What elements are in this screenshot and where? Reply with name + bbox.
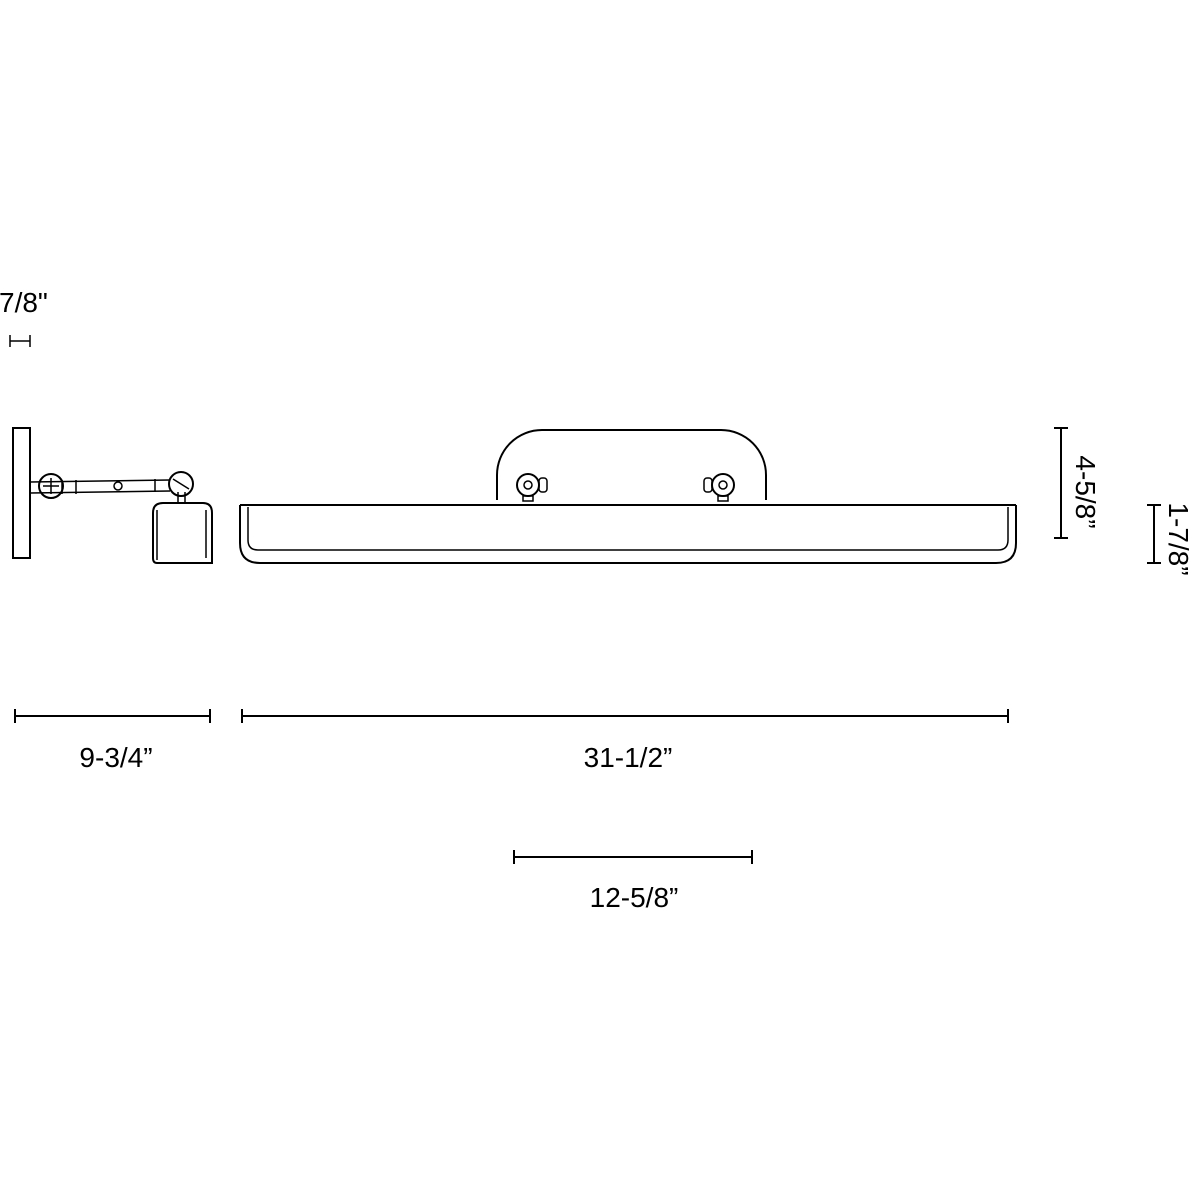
dim-shade-height-label: 1-7/8” — [1163, 502, 1194, 575]
dim-overall-height: 4-5/8” — [1054, 427, 1101, 539]
side-wall-canopy — [12, 427, 31, 559]
front-mount-knob-left — [516, 473, 548, 502]
side-shade — [152, 502, 213, 564]
dim-shade-height: 1-7/8” — [1147, 502, 1194, 576]
front-back-plate — [496, 429, 767, 500]
dim-overall-width-label: 31-1/2” — [584, 742, 673, 773]
dim-overall-height-label: 4-5/8” — [1070, 455, 1101, 528]
dim-mount-spacing-label: 12-5/8” — [590, 882, 679, 913]
dim-canopy-depth: 7/8" — [0, 287, 48, 347]
front-view — [239, 429, 1017, 564]
dim-mount-spacing: 12-5/8” — [513, 850, 753, 913]
dim-overall-width: 31-1/2” — [241, 709, 1009, 773]
front-shade-bar — [239, 504, 1017, 564]
side-shade-knuckle — [168, 471, 194, 503]
dim-side-projection: 9-3/4” — [14, 709, 211, 773]
dim-side-projection-label: 9-3/4” — [79, 742, 152, 773]
front-mount-knob-right — [703, 473, 735, 502]
side-view — [12, 427, 213, 564]
dim-canopy-depth-label: 7/8" — [0, 287, 48, 318]
side-wall-knuckle — [38, 473, 64, 499]
